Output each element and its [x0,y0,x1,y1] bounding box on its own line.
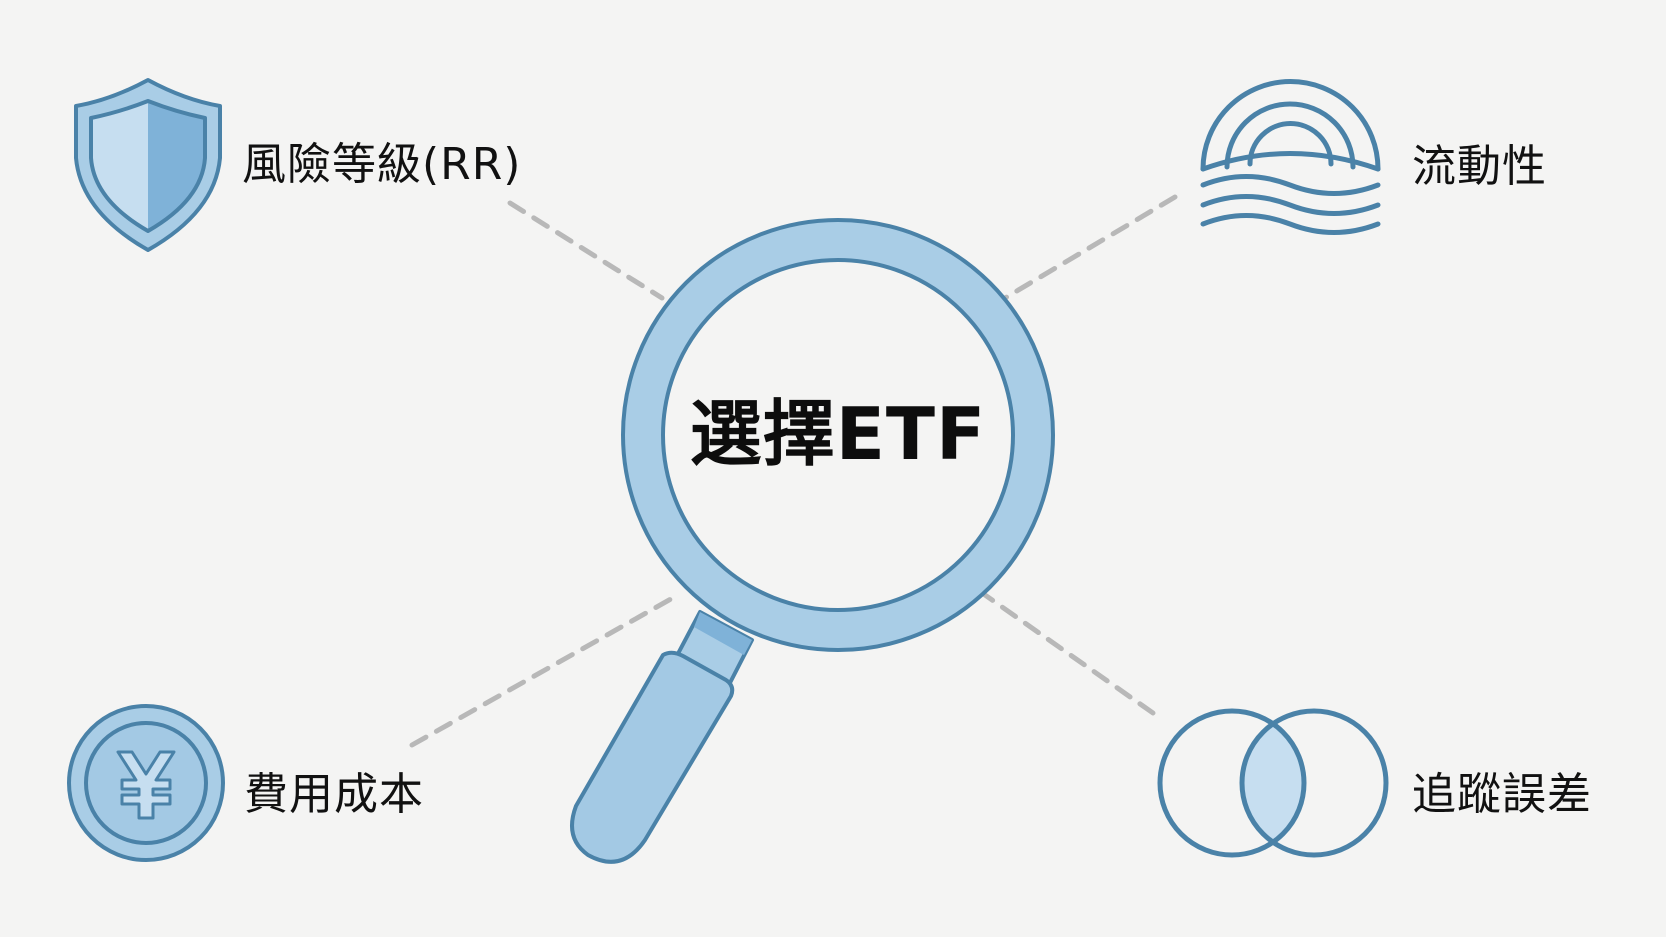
venn-diagram-icon [1157,708,1389,858]
yen-coin-icon [67,704,225,862]
magnifying-glass-icon [570,218,1055,864]
waves-rainbow-icon [1200,79,1381,235]
connector-tracking [982,592,1156,716]
factor-label-liquidity: 流動性 [1412,141,1547,192]
connector-risk [507,200,665,301]
connector-cost [409,592,681,748]
factor-label-risk: 風險等級(RR) [242,139,522,190]
connector-liquidity [1002,194,1178,301]
factor-label-tracking: 追蹤誤差 [1412,769,1592,820]
connectors [409,194,1178,748]
center-title: 選擇ETF [689,392,987,476]
factor-label-cost: 費用成本 [244,769,424,820]
shield-icon [74,78,222,252]
